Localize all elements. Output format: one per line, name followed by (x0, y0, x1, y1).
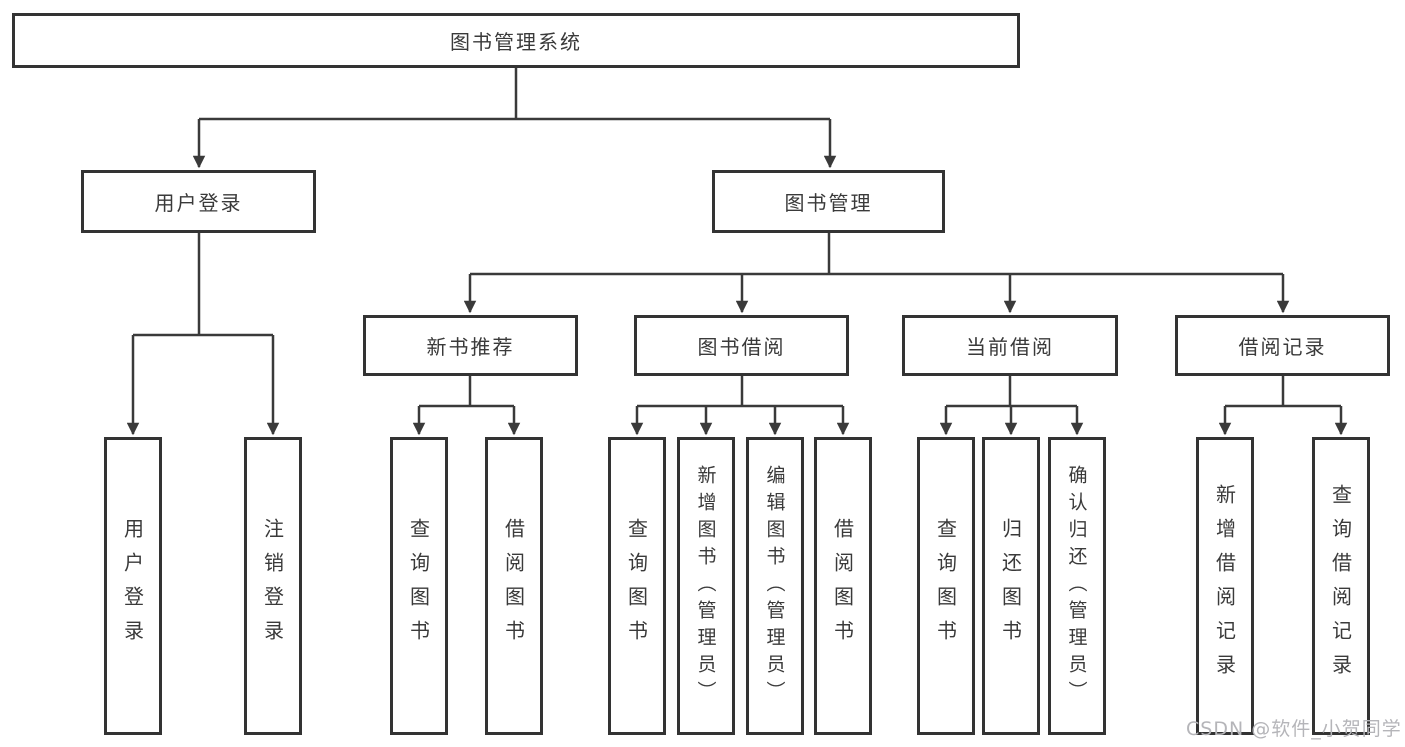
node-user-login: 用户登录 (81, 170, 316, 233)
node-current-borrow: 当前借阅 (902, 315, 1118, 376)
leaf-edit-book-admin: 编辑图书（管理员） (746, 437, 804, 735)
leaf-return-book: 归还图书 (982, 437, 1040, 735)
leaf-add-borrow-record: 新增借阅记录 (1196, 437, 1254, 735)
leaf-confirm-return-admin-label: 确认归还（管理员） (1065, 464, 1088, 708)
leaf-confirm-return-admin: 确认归还（管理员） (1048, 437, 1106, 735)
leaf-borrow-books-label: 借阅图书 (830, 518, 855, 654)
leaf-query-books-current: 查询图书 (917, 437, 975, 735)
leaf-borrow-books-recommend: 借阅图书 (485, 437, 543, 735)
leaf-user-login-label: 用户登录 (120, 518, 145, 654)
leaf-query-borrow-record: 查询借阅记录 (1312, 437, 1370, 735)
node-root: 图书管理系统 (12, 13, 1020, 68)
node-new-book-recommend: 新书推荐 (363, 315, 578, 376)
watermark: CSDN @软件_小贺同学 (1186, 718, 1402, 740)
node-borrow-records: 借阅记录 (1175, 315, 1390, 376)
leaf-add-book-admin-label: 新增图书（管理员） (694, 464, 717, 708)
leaf-query-books-recommend: 查询图书 (390, 437, 448, 735)
leaf-query-borrow-record-label: 查询借阅记录 (1328, 484, 1353, 688)
leaf-logout-label: 注销登录 (260, 518, 285, 654)
leaf-user-login: 用户登录 (104, 437, 162, 735)
node-book-borrow: 图书借阅 (634, 315, 849, 376)
leaf-logout: 注销登录 (244, 437, 302, 735)
node-book-borrow-label: 图书借阅 (697, 335, 786, 359)
node-current-borrow-label: 当前借阅 (966, 335, 1054, 359)
node-root-label: 图书管理系统 (450, 30, 582, 54)
leaf-add-book-admin: 新增图书（管理员） (677, 437, 735, 735)
leaf-query-books-borrow: 查询图书 (608, 437, 666, 735)
leaf-return-book-label: 归还图书 (998, 518, 1023, 654)
leaf-edit-book-admin-label: 编辑图书（管理员） (763, 464, 786, 708)
leaf-borrow-books-recommend-label: 借阅图书 (501, 518, 526, 654)
node-book-management-label: 图书管理 (784, 191, 873, 215)
leaf-borrow-books: 借阅图书 (814, 437, 872, 735)
node-new-book-recommend-label: 新书推荐 (426, 335, 515, 359)
leaf-query-books-recommend-label: 查询图书 (406, 518, 431, 654)
leaf-query-books-current-label: 查询图书 (933, 518, 958, 654)
node-borrow-records-label: 借阅记录 (1238, 335, 1327, 359)
leaf-add-borrow-record-label: 新增借阅记录 (1212, 484, 1237, 688)
leaf-query-books-borrow-label: 查询图书 (624, 518, 649, 654)
node-book-management: 图书管理 (712, 170, 945, 233)
node-user-login-label: 用户登录 (154, 191, 243, 215)
